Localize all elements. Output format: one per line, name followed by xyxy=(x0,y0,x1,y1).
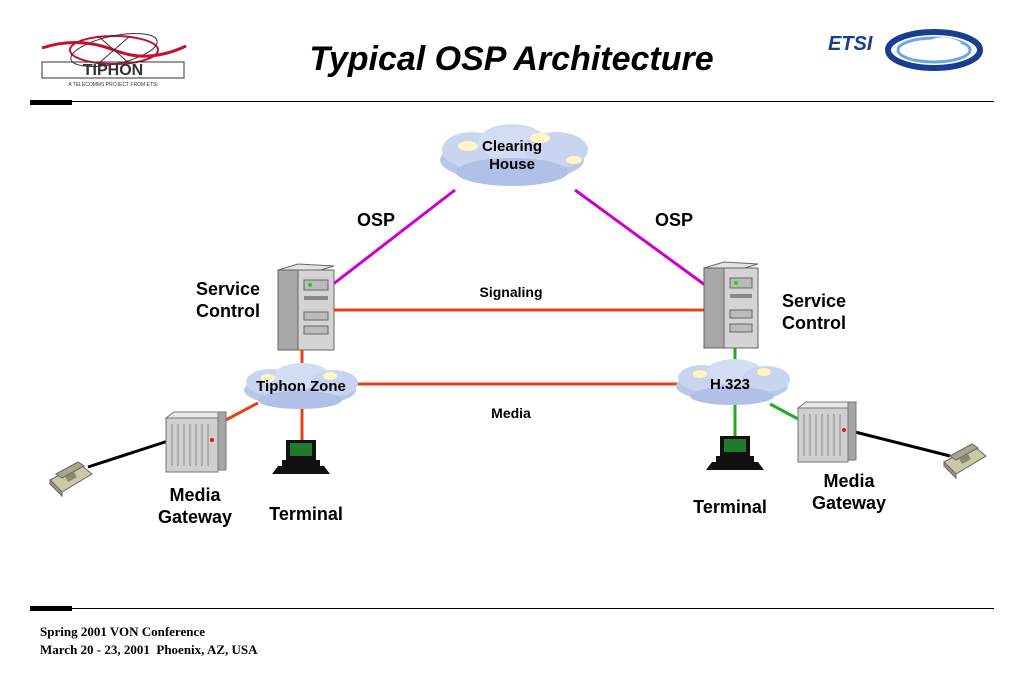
h323-zone-label: H.323 xyxy=(709,376,751,393)
right-media-gateway-label: Media Gateway xyxy=(794,471,904,514)
left-terminal-label: Terminal xyxy=(269,504,343,524)
footer-line-1: Spring 2001 VON Conference xyxy=(40,624,206,639)
footer-line-2: March 20 - 23, 2001 Phoenix, AZ, USA xyxy=(40,642,258,657)
tiphon-zone-label: Tiphon Zone xyxy=(256,378,346,395)
left-media-gateway-line2: Gateway xyxy=(157,506,233,527)
header-rule-accent xyxy=(30,100,72,105)
right-zone-gateway-link xyxy=(769,402,801,422)
tiphon-logo-tagline: A TELECOMMS PROJECT FROM ETSI xyxy=(68,82,157,88)
footer-rule-accent xyxy=(30,606,72,611)
osp-label-right: OSP xyxy=(654,210,693,230)
right-phone-icon xyxy=(943,443,987,480)
right-terminal-icon xyxy=(706,436,764,470)
right-service-control-label: Service Control xyxy=(766,291,862,334)
left-terminal-icon xyxy=(272,440,330,474)
right-service-control-line1: Service xyxy=(781,291,847,311)
right-service-control-line2: Control xyxy=(782,312,846,333)
osp-link-right xyxy=(574,188,706,287)
osp-link-left xyxy=(331,188,456,287)
left-media-gateway-label: Media Gateway xyxy=(140,485,250,528)
page-title: Typical OSP Architecture xyxy=(309,40,714,78)
right-media-gateway-line2: Gateway xyxy=(811,492,887,513)
media-label: Media xyxy=(491,405,531,421)
tiphon-zone-cloud xyxy=(244,363,358,409)
left-media-gateway-icon xyxy=(164,411,228,473)
left-service-control-line2: Control xyxy=(196,300,260,321)
left-phone-icon xyxy=(49,461,93,498)
signaling-label: Signaling xyxy=(479,284,543,300)
clearing-house-cloud xyxy=(440,124,588,186)
osp-label-left: OSP xyxy=(356,210,395,230)
header-rule xyxy=(72,101,994,102)
right-media-gateway-icon xyxy=(796,401,858,463)
left-zone-gateway-link xyxy=(221,401,259,424)
left-service-control-line1: Service xyxy=(195,279,261,299)
tiphon-logo: TIPHON A TELECOMMS PROJECT FROM ETSI xyxy=(41,33,187,88)
clearing-house-label-line2: House xyxy=(489,156,535,173)
left-service-control-label: Service Control xyxy=(180,279,276,322)
left-phone-link xyxy=(87,439,169,469)
left-media-gateway-line1: Media xyxy=(169,485,221,505)
left-service-control-server-icon xyxy=(277,263,335,351)
clearing-house-label: Clearing House xyxy=(462,138,562,174)
tiphon-logo-text: TIPHON xyxy=(83,62,143,79)
etsi-logo: ETSI xyxy=(828,29,983,71)
etsi-logo-text: ETSI xyxy=(828,33,873,55)
clearing-house-label-line1: Clearing xyxy=(481,138,542,155)
right-media-gateway-line1: Media xyxy=(823,471,875,491)
h323-zone-cloud xyxy=(676,359,790,405)
right-service-control-server-icon xyxy=(703,261,759,349)
right-terminal-label: Terminal xyxy=(693,497,767,517)
right-phone-link xyxy=(854,430,951,458)
footer-rule xyxy=(72,608,994,609)
